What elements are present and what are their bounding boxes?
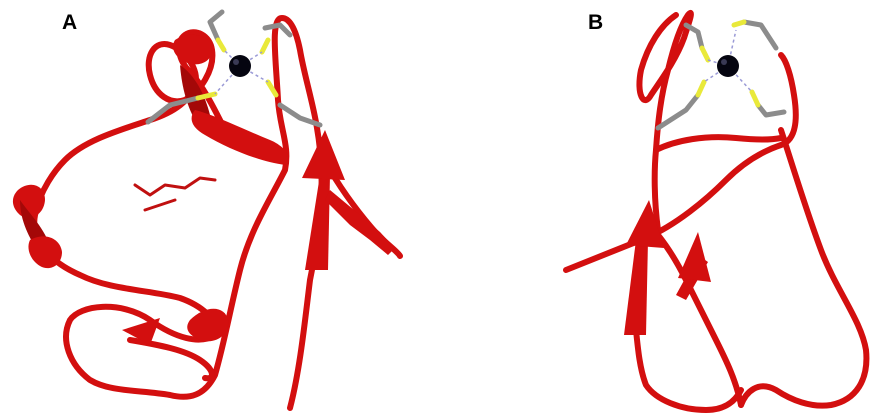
beta-strand-diagonal-a: [325, 190, 395, 255]
side-chain-4-b: [758, 105, 784, 115]
side-chain-3-b: [744, 22, 776, 48]
side-chain-2-a: [210, 12, 222, 40]
backbone-coil-main-b: [566, 55, 796, 270]
sulfur-2-a: [218, 40, 224, 50]
sulfur-3-a: [262, 40, 268, 52]
panel-a: A: [0, 0, 436, 418]
sulfur-3-b: [734, 22, 744, 25]
side-chain-6-a: [145, 200, 175, 210]
metal-ion-highlight-a: [233, 59, 239, 65]
panel-b: B: [436, 0, 872, 418]
side-chain-2-b: [686, 25, 702, 48]
side-chain-5-a: [135, 178, 215, 195]
backbone-lower-loop-a: [130, 340, 212, 378]
protein-structure-b: [436, 0, 872, 418]
helix-left-a: [13, 185, 62, 268]
protein-structure-a: [0, 0, 436, 418]
backbone-coil-left-b: [636, 330, 741, 410]
backbone-coil-right-b: [741, 130, 866, 406]
metal-ion-b: [717, 55, 739, 77]
sulfur-1-b: [698, 82, 704, 95]
metal-ion-a: [229, 55, 251, 77]
backbone-coil-crossing-b: [656, 137, 781, 150]
sulfur-4-b: [752, 92, 758, 105]
metal-ion-highlight-b: [721, 59, 727, 65]
sulfur-2-b: [702, 48, 708, 60]
